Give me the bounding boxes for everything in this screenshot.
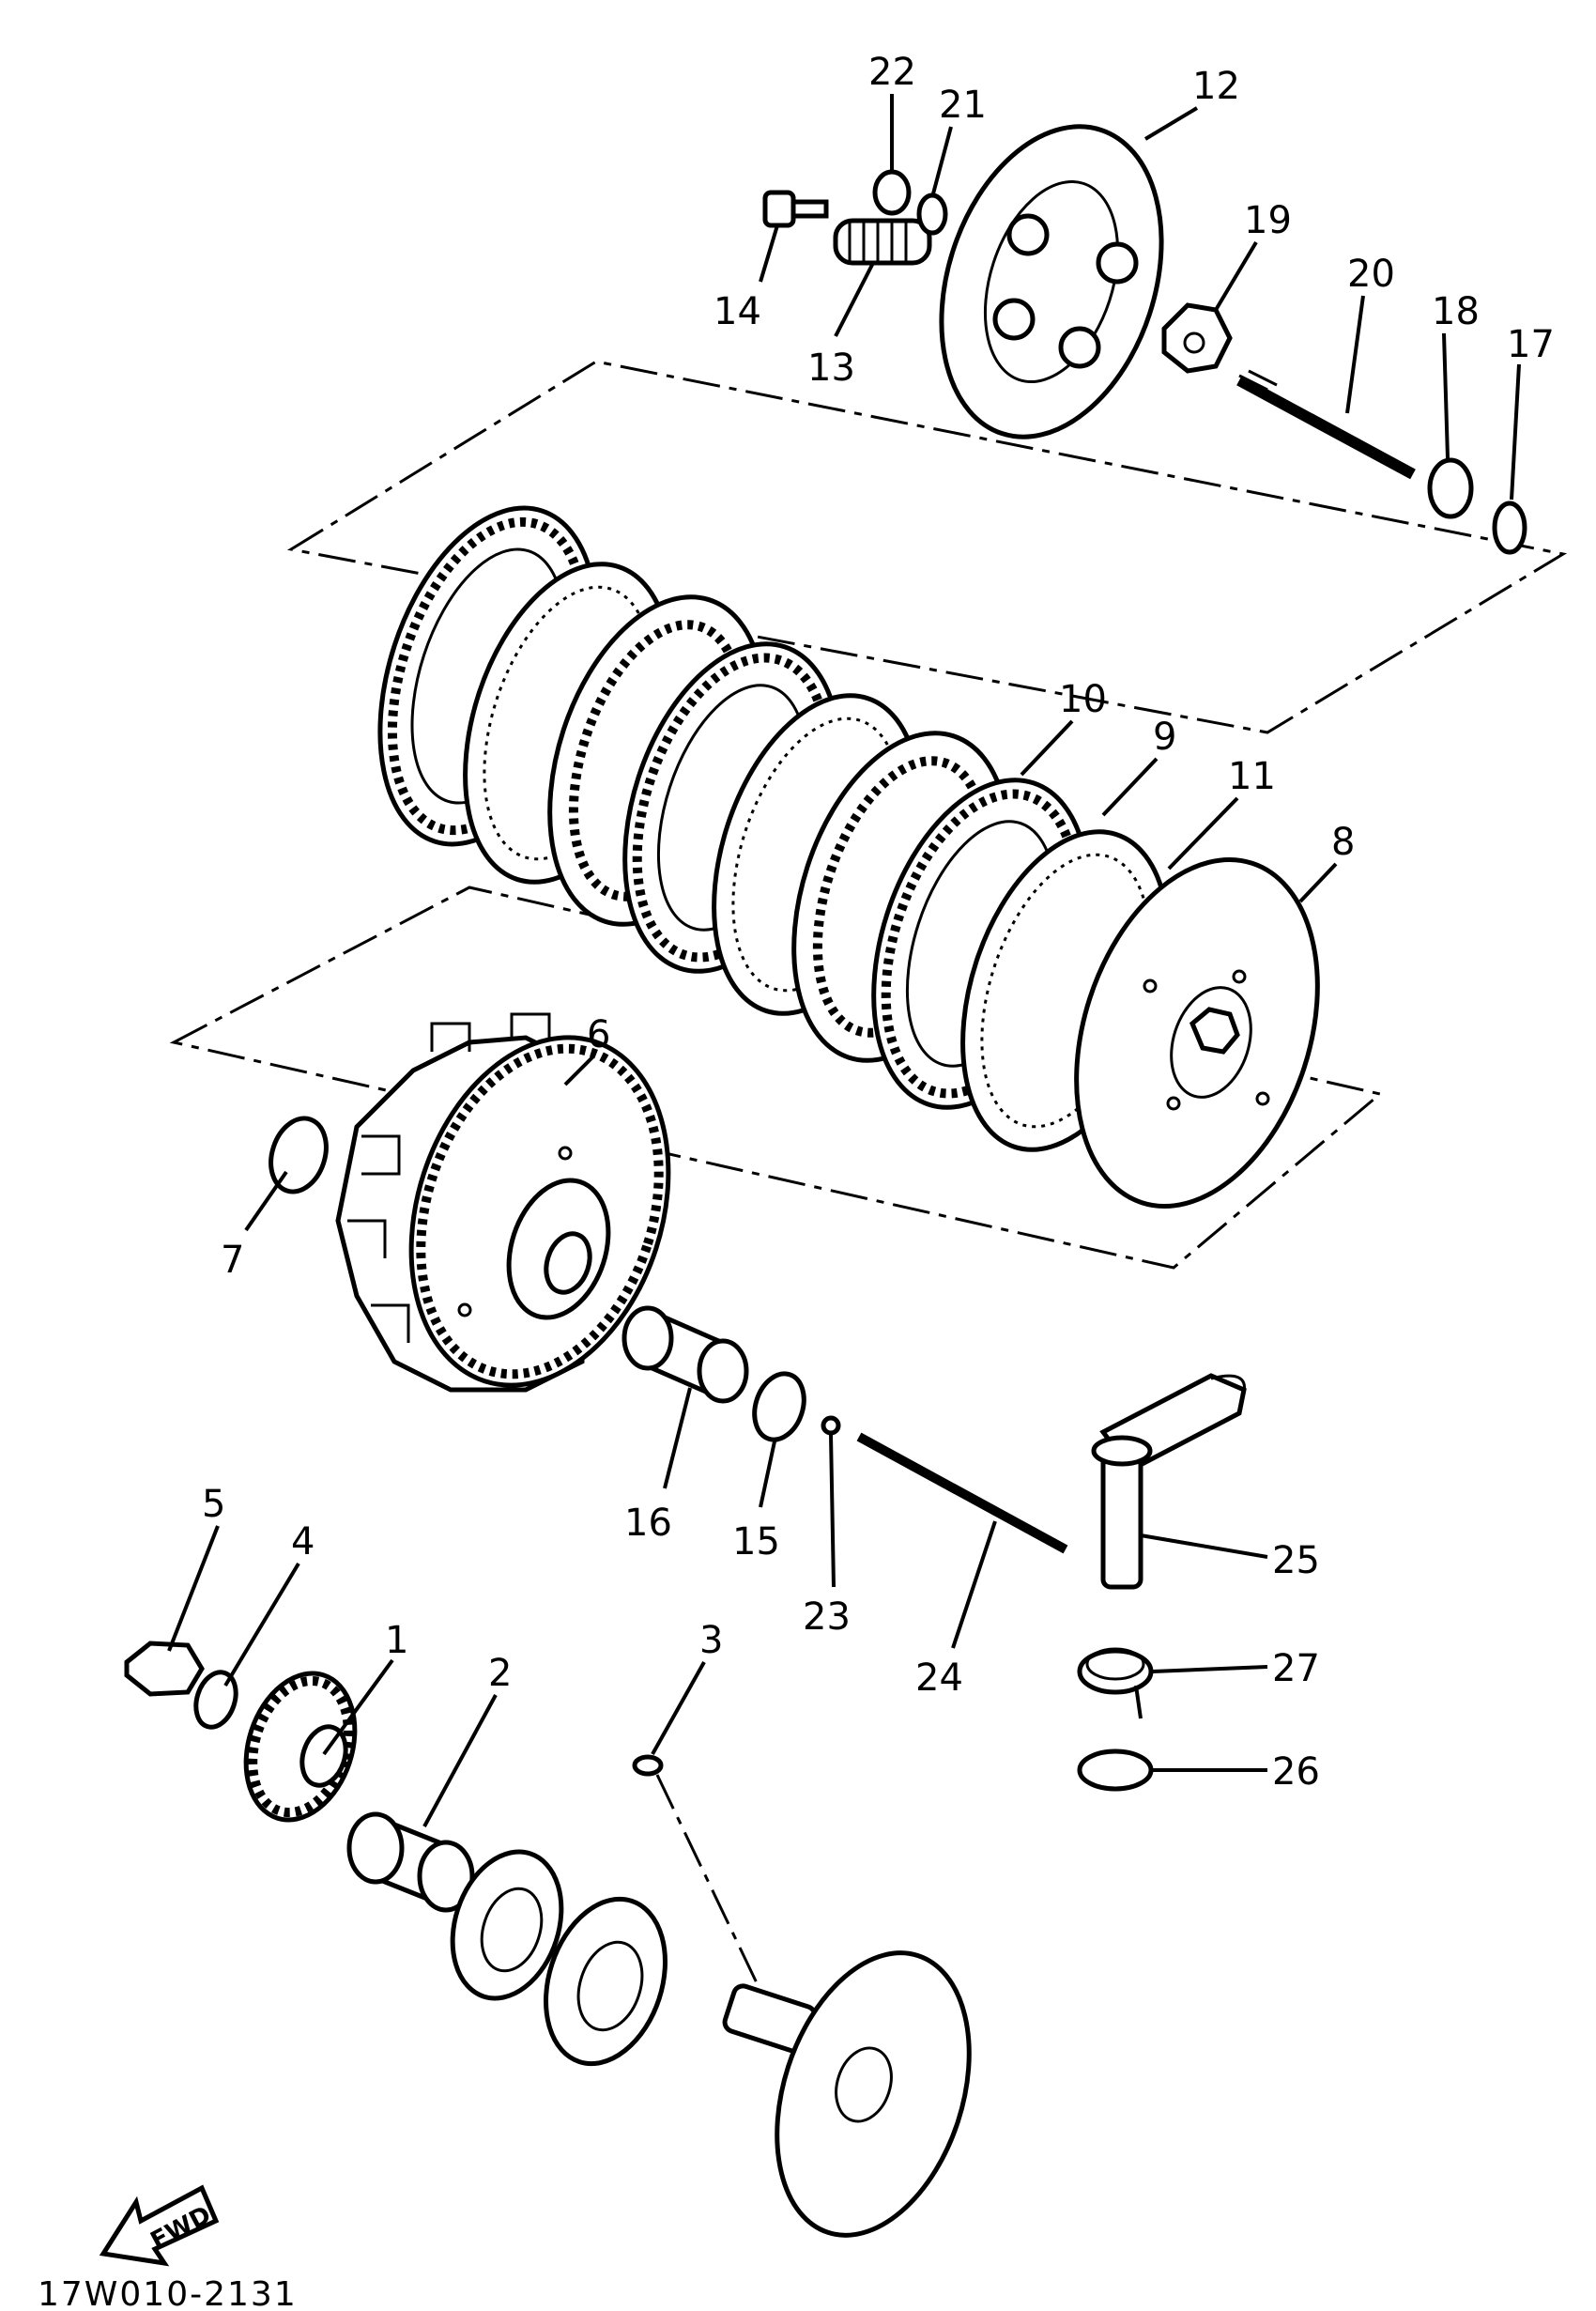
part-19-lifter — [1161, 302, 1233, 374]
upper-assembly-outline — [286, 360, 1568, 734]
part-3-key — [632, 1754, 664, 1777]
callout-3: 3 — [699, 1619, 723, 1662]
part-25-push-lever-axle — [1091, 1373, 1247, 1590]
callout-18: 18 — [1432, 290, 1480, 333]
part-7-thrust-washer — [269, 1116, 329, 1194]
callout-16: 16 — [624, 1502, 672, 1545]
callout-21: 21 — [939, 84, 987, 127]
callout-11: 11 — [1228, 755, 1276, 798]
callout-19: 19 — [1244, 199, 1292, 242]
bearing-1 — [450, 1849, 564, 2001]
bearing-2 — [544, 1896, 668, 2067]
callout-9: 9 — [1153, 716, 1176, 759]
key-alignment-line — [655, 1774, 762, 1992]
callout-27: 27 — [1272, 1647, 1320, 1690]
callout-4: 4 — [291, 1520, 315, 1564]
part-27-return-spring — [1077, 1647, 1154, 1719]
callout-7: 7 — [221, 1239, 244, 1282]
part-4-washer — [193, 1670, 238, 1730]
part-8-clutch-boss — [1074, 857, 1320, 1209]
callout-13: 13 — [807, 347, 855, 390]
drawing-code: 17W010-2131 — [38, 2275, 298, 2311]
part-24-push-rod — [856, 1432, 1068, 1554]
clutch-plate-stack — [377, 505, 1320, 1209]
callout-2: 2 — [488, 1652, 512, 1695]
callout-10: 10 — [1059, 678, 1107, 721]
fwd-arrow-icon: FWD — [99, 2184, 220, 2267]
callout-8: 8 — [1331, 821, 1355, 864]
part-6-clutch-housing — [335, 1012, 671, 1393]
part-26-oil-seal — [1077, 1749, 1154, 1792]
part-15-thrust-washer — [752, 1371, 806, 1442]
part-20-push-rod — [1236, 369, 1416, 480]
leader-lines — [167, 94, 1521, 1827]
callout-23: 23 — [803, 1595, 851, 1639]
callout-1: 1 — [385, 1619, 408, 1662]
callout-14: 14 — [714, 290, 761, 333]
part-14-bolt — [762, 190, 829, 228]
part-5-nut — [124, 1641, 205, 1697]
part-1-primary-drive-gear — [243, 1671, 358, 1823]
callout-6: 6 — [587, 1013, 610, 1056]
callout-5: 5 — [202, 1483, 225, 1526]
part-2-collar — [346, 1811, 475, 1913]
callout-24: 24 — [915, 1656, 963, 1700]
part-13-spring — [833, 218, 932, 266]
part-23-ball — [821, 1415, 841, 1436]
callout-25: 25 — [1272, 1539, 1320, 1582]
crankshaft — [722, 1950, 972, 2238]
part-16-collar — [622, 1305, 749, 1404]
lower-assembly-outline — [169, 886, 1384, 1270]
part-21-washer — [916, 193, 948, 236]
callout-17: 17 — [1507, 323, 1555, 366]
callout-12: 12 — [1192, 65, 1240, 108]
callout-15: 15 — [732, 1520, 780, 1564]
part-12-pressure-plate — [939, 124, 1164, 439]
callout-22: 22 — [868, 51, 916, 94]
callout-20: 20 — [1347, 253, 1395, 296]
callout-labels: 1 2 3 4 5 6 7 8 9 10 11 12 13 14 15 16 1… — [202, 51, 1555, 1794]
part-22-nut — [872, 169, 912, 216]
part-18-nut — [1427, 457, 1474, 519]
part-17-washer — [1492, 501, 1527, 555]
callout-26: 26 — [1272, 1750, 1320, 1794]
